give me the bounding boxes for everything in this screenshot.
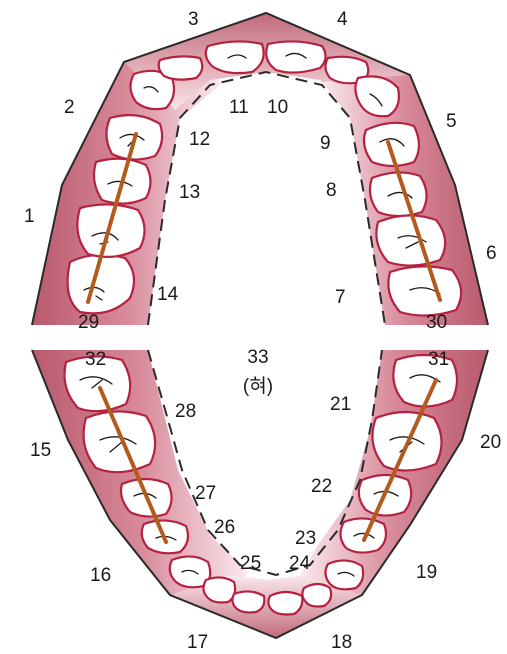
tooth xyxy=(77,204,144,256)
tooth xyxy=(84,411,156,472)
label-17: 17 xyxy=(187,632,208,653)
tooth xyxy=(266,41,325,72)
label-33: 33 xyxy=(247,347,268,368)
tooth xyxy=(206,41,264,73)
label-28: 28 xyxy=(175,401,196,422)
upper-arch xyxy=(32,13,488,325)
label-27: 27 xyxy=(195,483,216,504)
label-30: 30 xyxy=(426,312,447,333)
tooth xyxy=(159,56,203,79)
label-23: 23 xyxy=(295,528,316,549)
label-20: 20 xyxy=(480,432,501,453)
label-32: 32 xyxy=(85,349,106,370)
label-9: 9 xyxy=(320,133,331,154)
label-14: 14 xyxy=(157,284,179,305)
label-4: 4 xyxy=(337,9,348,30)
tooth xyxy=(302,584,331,607)
label-2: 2 xyxy=(64,97,75,118)
label-19: 19 xyxy=(416,562,437,583)
tooth xyxy=(388,266,461,315)
label-18: 18 xyxy=(331,632,352,653)
label-5: 5 xyxy=(446,111,457,132)
label-29: 29 xyxy=(78,312,99,333)
tooth xyxy=(376,215,445,265)
label-24: 24 xyxy=(289,553,311,574)
label-25: 25 xyxy=(240,553,261,574)
label-15: 15 xyxy=(30,440,51,461)
label-21: 21 xyxy=(330,394,351,415)
label-31: 31 xyxy=(428,349,449,370)
tooth xyxy=(232,591,264,612)
label-7: 7 xyxy=(335,287,346,308)
label-8: 8 xyxy=(326,180,337,201)
label-13: 13 xyxy=(179,182,200,203)
label-26: 26 xyxy=(214,517,235,538)
label-11: 11 xyxy=(229,97,249,118)
label-16: 16 xyxy=(90,565,111,586)
tooth xyxy=(340,518,386,552)
tongue-label: (혀) xyxy=(243,375,273,397)
tooth xyxy=(364,123,419,166)
label-12: 12 xyxy=(189,129,210,150)
tooth xyxy=(268,592,302,615)
tooth xyxy=(203,577,235,602)
label-3: 3 xyxy=(188,9,199,30)
label-1: 1 xyxy=(24,206,35,227)
label-10: 10 xyxy=(267,97,288,118)
label-6: 6 xyxy=(486,243,497,264)
label-22: 22 xyxy=(311,476,332,497)
center-label: 33 (혀) xyxy=(243,347,273,397)
tooth xyxy=(325,560,363,589)
lower-gum-left xyxy=(32,350,248,600)
